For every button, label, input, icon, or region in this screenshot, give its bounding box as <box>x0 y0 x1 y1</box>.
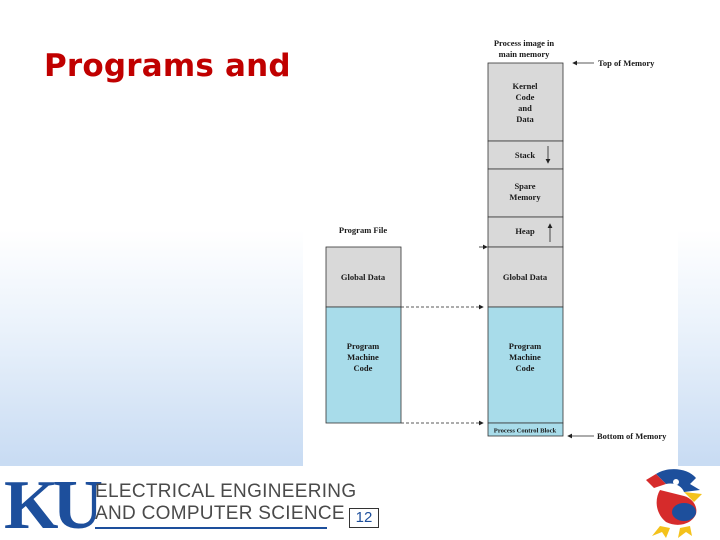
process-control-block-segment <box>487 422 564 437</box>
memory-diagram-svg: Process image in main memory Program Fil… <box>325 38 667 441</box>
process-machine-code-label-line3: Code <box>516 363 535 373</box>
process-machine-code-label-line1: Program <box>509 341 541 351</box>
program-file-title: Program File <box>339 225 387 235</box>
process-image-title-line2: main memory <box>499 49 551 59</box>
department-name-line1: ELECTRICAL ENGINEERING <box>95 481 357 502</box>
heap-segment <box>487 216 564 248</box>
program-file-global-data-label: Global Data <box>341 272 386 282</box>
kernel-label-line2: Code <box>516 92 535 102</box>
kernel-label-line4: Data <box>516 114 534 124</box>
process-control-block-label: Process Control Block <box>494 428 557 435</box>
program-file-machine-code-label-line3: Code <box>354 363 373 373</box>
kernel-label-line3: and <box>518 103 532 113</box>
memory-diagram: Process image in main memory Program Fil… <box>303 30 678 466</box>
page-number: 12 <box>349 508 379 528</box>
kernel-label-line1: Kernel <box>512 81 538 91</box>
spare-memory-segment <box>487 168 564 218</box>
stack-label: Stack <box>515 150 536 160</box>
program-file-machine-code-label-line2: Machine <box>347 352 379 362</box>
heap-label: Heap <box>515 226 535 236</box>
department-name-line2: AND COMPUTER SCIENCE <box>95 503 345 524</box>
program-file-global-data-segment <box>325 246 402 308</box>
spare-memory-label-line2: Memory <box>509 192 541 202</box>
kernel-code-data-segment <box>487 62 564 142</box>
process-global-data-label: Global Data <box>503 272 548 282</box>
department-underline <box>95 527 327 529</box>
program-file-machine-code-label-line1: Program <box>347 341 379 351</box>
program-file-machine-code-segment <box>325 306 402 424</box>
ku-logo: KU <box>4 467 103 540</box>
process-machine-code-label-line2: Machine <box>509 352 541 362</box>
process-image-title-line1: Process image in <box>494 38 555 48</box>
bottom-of-memory-label: Bottom of Memory <box>597 431 667 441</box>
process-global-data-segment <box>487 246 564 308</box>
spare-memory-label-line1: Spare <box>514 181 535 191</box>
jayhawk-mascot-icon <box>646 469 702 538</box>
top-of-memory-label: Top of Memory <box>598 58 655 68</box>
stack-segment <box>487 140 564 170</box>
